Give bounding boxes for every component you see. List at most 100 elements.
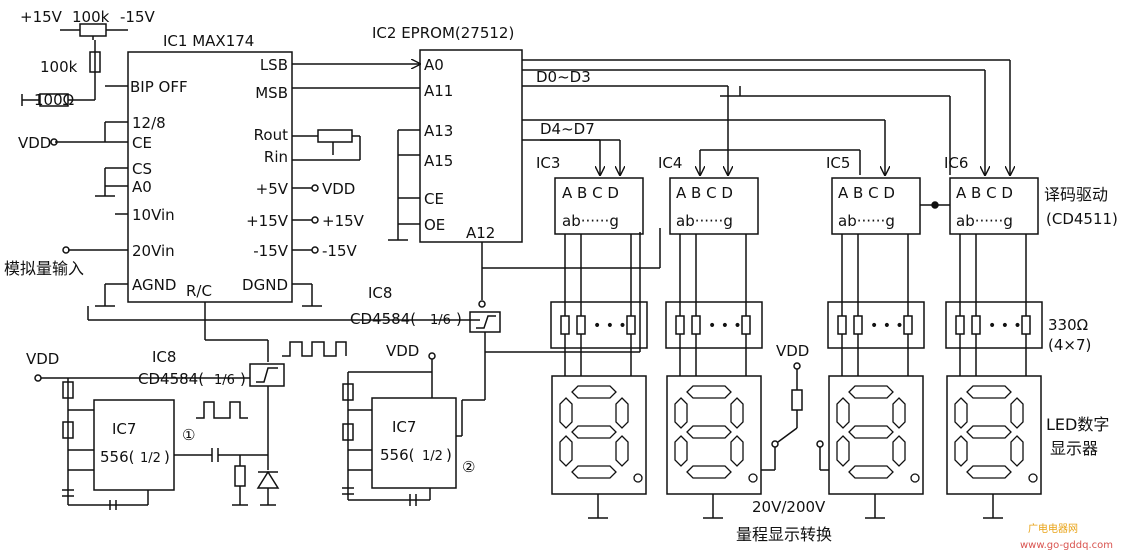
display-label-2: 显示器	[1050, 439, 1098, 458]
watermark-bottom: www.go-gddq.com	[1020, 540, 1113, 551]
ic7-left-node: ①	[182, 426, 195, 444]
vdd-left-label: VDD	[18, 134, 51, 152]
seven-segment-digit	[559, 385, 643, 483]
rail-vdd-label: VDD	[322, 180, 355, 198]
rail-n15-label: -15V	[322, 242, 357, 260]
ic8-bottom-part: CD4584(	[138, 370, 204, 388]
decoder-label-cn: 译码驱动	[1044, 185, 1108, 204]
ic1-pin-bipoff: BIP OFF	[130, 78, 188, 96]
decoder-ic5-name: IC5	[826, 154, 850, 172]
supply-pos-label: +15V	[20, 8, 63, 26]
ic7-right-node: ②	[462, 458, 475, 476]
respack-dots: • • •	[870, 318, 904, 334]
r1-label: 100k	[40, 58, 78, 76]
watermark-top: 广电电器网	[1028, 522, 1078, 535]
ic1-pin-rc: R/C	[186, 282, 212, 300]
decoder-ic5-outputs: ab······g	[838, 212, 895, 230]
ic1-pin-rout: Rout	[254, 126, 288, 144]
ic7-right-close: )	[446, 446, 452, 464]
ic1-pin-128: 12/8	[132, 114, 166, 132]
decoder-label-part: (CD4511)	[1046, 210, 1118, 228]
ic1-pin-ce: CE	[132, 134, 152, 152]
respack-dots: • • •	[708, 318, 742, 334]
ic1-title: IC1 MAX174	[163, 32, 254, 50]
ic7-left-name: IC7	[112, 420, 136, 438]
range-label-1: 20V/200V	[752, 498, 826, 516]
ic2-body	[419, 49, 523, 243]
resistor-label-value: 330Ω	[1048, 316, 1088, 334]
decoder-ic3-outputs: ab······g	[562, 212, 619, 230]
ic1-pin-cs: CS	[132, 160, 152, 178]
ic1-pin-10vin: 10Vin	[132, 206, 175, 224]
ic8-top-name: IC8	[368, 284, 392, 302]
decoder-ic6	[949, 177, 1039, 235]
vdd-switch-label: VDD	[776, 342, 809, 360]
ic2-pin-a11: A11	[424, 82, 453, 100]
ic1-pin-5v: +5V	[256, 180, 289, 198]
vdd-ic7-right-label: VDD	[386, 342, 419, 360]
ic1-pin-rin: Rin	[264, 148, 288, 166]
ic1-pin-a0: A0	[132, 178, 152, 196]
decoder-ic6-inputs: A B C D	[956, 184, 1013, 202]
decoder-ic4-name: IC4	[658, 154, 682, 172]
led-display-3	[828, 375, 924, 495]
decoder-ic4-outputs: ab······g	[676, 212, 733, 230]
display-label-1: LED数字	[1046, 415, 1109, 434]
respack-dots: • • •	[988, 318, 1022, 334]
led-display-4	[946, 375, 1042, 495]
decoder-labels: IC3 A B C D ab······g IC4 A B C D ab····…	[536, 154, 1013, 230]
ic7-right-name: IC7	[392, 418, 416, 436]
decoder-ic3-name: IC3	[536, 154, 560, 172]
bus-high-label: D4~D7	[540, 120, 595, 138]
led-display-2	[666, 375, 762, 495]
seven-segment-digit	[674, 385, 758, 483]
ic2-pin-a0: A0	[424, 56, 444, 74]
ic2-pin-a13: A13	[424, 122, 453, 140]
ic1-pin-lsb: LSB	[260, 56, 288, 74]
ic1-labels: IC1 MAX174 BIP OFF 12/8 CE CS A0 10Vin 2…	[130, 32, 289, 300]
ic7-left-part: 556(	[100, 448, 134, 466]
ic2-labels: IC2 EPROM(27512) A0 A11 A13 A15 CE OE A1…	[372, 24, 514, 242]
ic7-left-close: )	[164, 448, 170, 466]
ic1-pin-m15v: -15V	[253, 242, 288, 260]
ic1-pin-msb: MSB	[255, 84, 288, 102]
ic1-pin-agnd: AGND	[132, 276, 176, 294]
ic1-body	[127, 51, 293, 303]
ic8-bottom-name: IC8	[152, 348, 176, 366]
ic8-top-part: CD4584(	[350, 310, 416, 328]
pot-label: 100k	[72, 8, 110, 26]
decoder-ic5-inputs: A B C D	[838, 184, 895, 202]
ic7-left-body	[93, 399, 175, 491]
ic2-pin-oe: OE	[424, 216, 445, 234]
analog-input-label: 模拟量输入	[4, 259, 84, 278]
led-display-1	[551, 375, 647, 495]
range-label-2: 量程显示转换	[736, 525, 832, 544]
ic1-pin-15v: +15V	[246, 212, 289, 230]
ic7-right-body	[371, 397, 457, 489]
decoder-ic5	[831, 177, 921, 235]
rail-p15-label: +15V	[322, 212, 365, 230]
ic8-top-close: )	[456, 310, 462, 328]
ic8-bottom-frac: 1/6	[214, 373, 235, 388]
ic8-bottom-close: )	[240, 370, 246, 388]
decoder-ic3-inputs: A B C D	[562, 184, 619, 202]
decoder-ic3	[554, 177, 644, 235]
ic2-pin-a12: A12	[466, 224, 495, 242]
ic2-pin-ce: CE	[424, 190, 444, 208]
vdd-ic7-left-label: VDD	[26, 350, 59, 368]
respack-dots: • • •	[593, 318, 627, 334]
ic7-left-frac: 1/2	[140, 451, 161, 466]
resistor-label-count: (4×7)	[1048, 336, 1091, 354]
supply-neg-label: -15V	[120, 8, 155, 26]
ic8-top-frac: 1/6	[430, 313, 451, 328]
seven-segment-digit	[954, 385, 1038, 483]
ic7-right-part: 556(	[380, 446, 414, 464]
ic2-title: IC2 EPROM(27512)	[372, 24, 514, 42]
ic7-right-frac: 1/2	[422, 449, 443, 464]
ic2-pin-a15: A15	[424, 152, 453, 170]
decoder-ic6-outputs: ab······g	[956, 212, 1013, 230]
ic1-pin-dgnd: DGND	[242, 276, 288, 294]
ic1-pin-20vin: 20Vin	[132, 242, 175, 260]
seven-segment-digit	[836, 385, 920, 483]
